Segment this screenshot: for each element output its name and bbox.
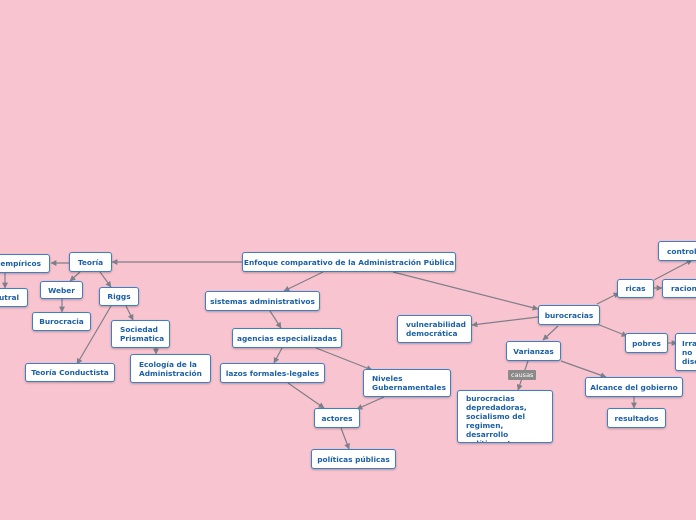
node-lazos[interactable]: lazos formales-legales <box>220 363 325 383</box>
node-alcance[interactable]: Alcance del gobierno <box>585 377 683 397</box>
edge-burocracias-varianzas <box>542 325 559 341</box>
edge-teoria-weber <box>69 271 81 282</box>
node-empiricos[interactable]: empíricos <box>0 254 50 273</box>
node-weber[interactable]: Weber <box>40 281 83 299</box>
edge-niveles-actores <box>356 396 385 410</box>
edge-actores-politicas <box>340 427 350 450</box>
node-vulnerabilidad[interactable]: vulnerabilidad democrática <box>397 315 472 343</box>
node-depredadoras[interactable]: burocracias depredadoras, socialismo del… <box>457 390 553 443</box>
node-control[interactable]: control <box>658 241 696 261</box>
edge-burocracias-vulnerabilidad <box>471 316 539 328</box>
edge-root-burocracias <box>392 271 539 311</box>
node-burocracias[interactable]: burocracias <box>538 305 600 325</box>
edge-sistemas-agencias <box>269 310 282 329</box>
node-ricas[interactable]: ricas <box>617 279 654 298</box>
node-niveles[interactable]: Niveles Gubernamentales <box>363 369 451 397</box>
node-politicas[interactable]: políticas públicas <box>311 449 396 469</box>
edge-agencias-lazos <box>273 347 283 364</box>
node-sistemas[interactable]: sistemas administrativos <box>205 291 320 311</box>
node-irracional[interactable]: Irra no disc <box>675 333 696 371</box>
edge-agencias-niveles <box>315 347 373 371</box>
node-agencias[interactable]: agencias especializadas <box>232 328 342 348</box>
node-burocracia[interactable]: Burocracia <box>32 312 91 331</box>
node-neutral[interactable]: utral <box>0 288 28 307</box>
node-racional[interactable]: raciona <box>662 279 696 298</box>
edge-burocracias-ricas <box>596 292 620 305</box>
node-sociedad[interactable]: Sociedad Prismatica <box>111 320 170 348</box>
node-actores[interactable]: actores <box>314 408 360 428</box>
node-ecologia[interactable]: Ecología de la Administración <box>130 354 211 383</box>
edge-riggs-conductista <box>76 305 112 365</box>
node-varianzas[interactable]: Varianzas <box>506 341 561 361</box>
node-teoria[interactable]: Teoría <box>69 252 112 272</box>
node-pobres[interactable]: pobres <box>625 333 668 353</box>
node-conductista[interactable]: Teoría Conductista <box>25 363 115 382</box>
edge-lazos-actores <box>287 382 325 409</box>
edge-ricas-control <box>653 259 693 281</box>
edge-riggs-sociedad <box>125 305 134 321</box>
edge-varianzas-alcance <box>560 360 607 379</box>
edge-root-sistemas <box>283 271 324 292</box>
edge-teoria-riggs <box>99 271 112 288</box>
causas-label: causas <box>508 370 537 380</box>
node-resultados[interactable]: resultados <box>607 408 666 428</box>
node-root[interactable]: Enfoque comparativo de la Administración… <box>242 252 456 272</box>
node-riggs[interactable]: Riggs <box>99 287 139 306</box>
edge-burocracias-pobres <box>596 323 628 337</box>
